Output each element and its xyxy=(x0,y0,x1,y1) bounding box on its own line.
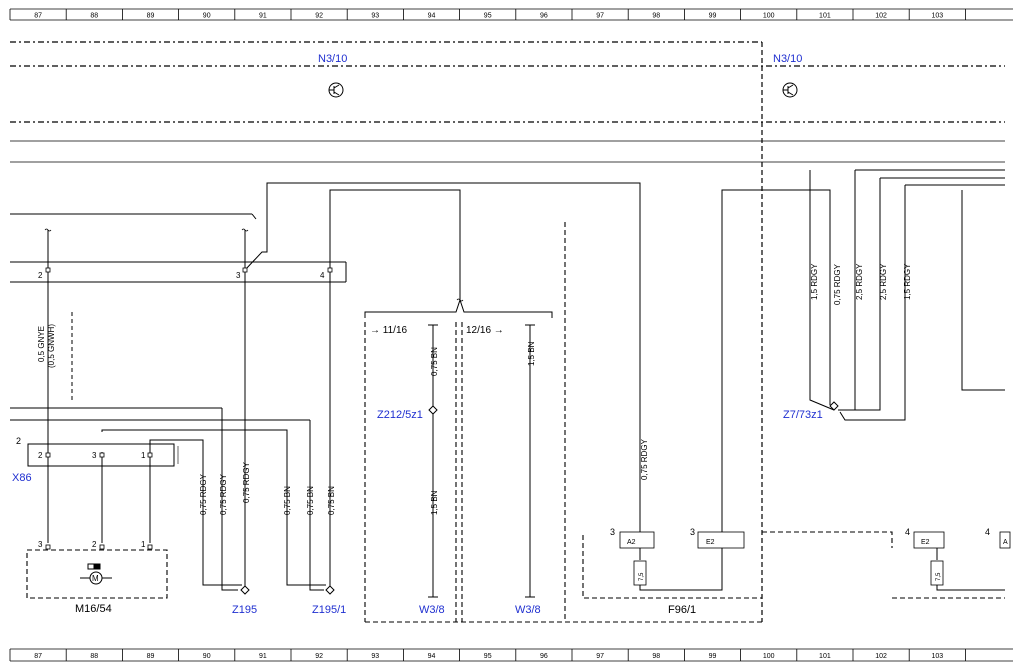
wire-rdgy-2: 0,75 RDGY xyxy=(219,473,228,515)
top-grid-ruler xyxy=(9,8,1013,21)
m-pin-3: 3 xyxy=(38,540,43,549)
grid-column-label: 100 xyxy=(763,13,775,20)
f96-pin-4a: 4 xyxy=(905,527,910,537)
fuse-value-1: 7,5 xyxy=(639,572,645,581)
grid-column-label: 93 xyxy=(371,13,379,20)
grid-column-label: 97 xyxy=(596,13,604,20)
pin-3: 3 xyxy=(236,271,241,280)
f96-pin-3b: 3 xyxy=(690,527,695,537)
wire-bn-3: 0,75 BN xyxy=(327,486,336,515)
grid-column-label: 94 xyxy=(428,653,436,660)
wire-rdgy-3: 0,75 RDGY xyxy=(242,461,251,503)
m-pin-1: 1 xyxy=(141,540,146,549)
wire-r3: 2,5 RDGY xyxy=(855,263,864,300)
wire-gnwh: (0,5 GNWH) xyxy=(47,324,56,368)
wire-r1: 1,5 RDGY xyxy=(810,263,819,300)
fuse-value-2: 7,5 xyxy=(936,572,942,581)
m16-54-label: M16/54 xyxy=(75,603,112,615)
n3-10-right-label: N3/10 xyxy=(773,53,802,65)
f96-pin-4b: 4 xyxy=(985,527,990,537)
grid-column-label: 87 xyxy=(34,653,42,660)
n3-10-frame xyxy=(10,41,1005,622)
z7-label: Z7/73z1 xyxy=(783,409,823,421)
grid-column-label: 101 xyxy=(819,13,831,20)
grid-column-label: 90 xyxy=(203,653,211,660)
m-pin-2: 2 xyxy=(92,540,97,549)
terminal-a2: A2 xyxy=(627,539,636,546)
ref-11-16: → 11/16 xyxy=(370,325,407,336)
pin-markers xyxy=(45,267,333,550)
grid-column-label: 101 xyxy=(819,653,831,660)
motor-icon xyxy=(80,563,112,585)
wires xyxy=(10,169,1005,598)
grid-column-label: 96 xyxy=(540,13,548,20)
wire-bn-6: 1,5 BN xyxy=(527,341,536,366)
grid-column-label: 88 xyxy=(90,13,98,20)
z212-label: Z212/5z1 xyxy=(377,409,423,421)
wire-bn-5: 1,5 BN xyxy=(430,490,439,515)
grid-column-label: 102 xyxy=(875,13,887,20)
grid-column-label: 91 xyxy=(259,653,267,660)
grid-column-label: 90 xyxy=(203,13,211,20)
z195-1-label: Z195/1 xyxy=(312,604,346,616)
grid-column-label: 95 xyxy=(484,653,492,660)
wire-bn-1: 0,75 BN xyxy=(283,486,292,515)
grid-column-label: 93 xyxy=(371,653,379,660)
transistor-icon xyxy=(328,82,344,98)
transistor-icon-right xyxy=(782,82,798,98)
grid-column-label: 89 xyxy=(147,653,155,660)
grid-column-label: 97 xyxy=(596,653,604,660)
bottom-grid-ruler xyxy=(9,648,1013,662)
pin-4: 4 xyxy=(320,271,325,280)
x86-pin-2: 2 xyxy=(38,451,43,460)
tilde-markers xyxy=(44,228,464,302)
x86-pin-1: 1 xyxy=(141,451,146,460)
grid-column-label: 87 xyxy=(34,13,42,20)
grid-column-label: 95 xyxy=(484,13,492,20)
wire-bn-4: 0,75 BN xyxy=(430,347,439,376)
x86-side-pin: 2 xyxy=(16,436,21,446)
wire-rdgy-1: 0,75 RDGY xyxy=(199,473,208,515)
z195-label: Z195 xyxy=(232,604,257,616)
grid-column-label: 102 xyxy=(875,653,887,660)
motor-letter: M xyxy=(92,574,99,583)
pin-2: 2 xyxy=(38,271,43,280)
f96-pin-3a: 3 xyxy=(610,527,615,537)
grid-column-label: 92 xyxy=(315,653,323,660)
w3-8-a-label: W3/8 xyxy=(419,604,445,616)
wire-r5: 1,5 RDGY xyxy=(903,263,912,300)
grid-column-label: 103 xyxy=(931,653,943,660)
wire-rdgy-f96: 0,75 RDGY xyxy=(640,438,649,480)
grid-column-label: 96 xyxy=(540,653,548,660)
grid-column-label: 88 xyxy=(90,653,98,660)
grid-column-label: 100 xyxy=(763,653,775,660)
x86-pin-3: 3 xyxy=(92,451,97,460)
wire-r2: 0,75 RDGY xyxy=(833,263,842,305)
grid-column-label: 103 xyxy=(931,13,943,20)
w3-8-b-label: W3/8 xyxy=(515,604,541,616)
f96-label: F96/1 xyxy=(668,604,696,616)
fuse-terminals xyxy=(619,531,1011,586)
grid-column-label: 91 xyxy=(259,13,267,20)
dashed-frames xyxy=(26,222,1005,623)
grid-column-label: 98 xyxy=(652,653,660,660)
grid-column-label: 92 xyxy=(315,13,323,20)
n3-10-left-label: N3/10 xyxy=(318,53,347,65)
x86-label: X86 xyxy=(12,472,32,484)
wire-gnye: 0,5 GNYE xyxy=(37,326,46,362)
terminal-e2: E2 xyxy=(706,539,715,546)
grid-column-label: 94 xyxy=(428,13,436,20)
grid-column-label: 98 xyxy=(652,13,660,20)
grid-column-label: 89 xyxy=(147,13,155,20)
splice-points xyxy=(240,401,839,595)
terminal-cut: A xyxy=(1003,539,1008,546)
grid-column-label: 99 xyxy=(709,653,717,660)
ref-12-16: 12/16 → xyxy=(466,325,504,336)
terminal-e2-right: E2 xyxy=(921,539,930,546)
wire-bn-2: 0,75 BN xyxy=(306,486,315,515)
wire-r4: 2,5 RDGY xyxy=(879,263,888,300)
grid-column-label: 99 xyxy=(709,13,717,20)
